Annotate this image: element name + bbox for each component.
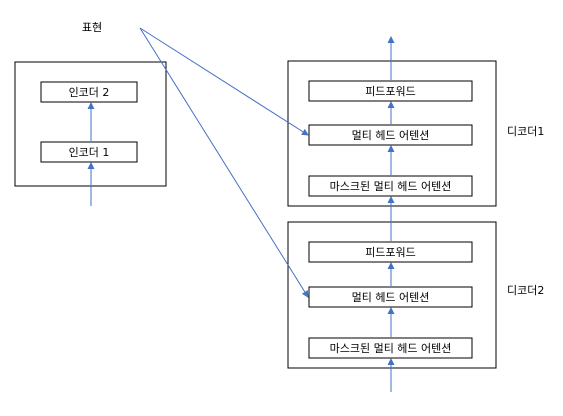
decoder-1-masked-mha-label: 마스크된 멀티 헤드 어텐션: [330, 180, 452, 193]
decoder-2-frame: [287, 221, 497, 369]
encoder-layer-2-label: 인코더 2: [69, 86, 110, 99]
decoder-1-mha-label: 멀티 헤드 어텐션: [352, 129, 430, 142]
decoder-2-stack: 피드포워드 멀티 헤드 어텐션 마스크된 멀티 헤드 어텐션 디코더2: [287, 221, 544, 369]
representation-label: 표현: [82, 21, 102, 34]
decoder-1-label: 디코더1: [507, 125, 544, 138]
encoder-layer-1-label: 인코더 1: [69, 146, 110, 159]
representation-to-decoder-2-arrow: [139, 27, 309, 298]
representation-to-decoder-1-arrow: [139, 27, 309, 136]
decoder-1-feedforward-label: 피드포워드: [365, 85, 416, 98]
encoder-stack: 인코더 2 인코더 1: [14, 61, 167, 187]
decoder-2-masked-mha-label: 마스크된 멀티 헤드 어텐션: [330, 342, 452, 355]
decoder-1-frame: [287, 60, 497, 207]
decoder-2-feedforward-label: 피드포워드: [365, 246, 416, 259]
decoder-2-label: 디코더2: [507, 284, 544, 297]
decoder-2-mha-label: 멀티 헤드 어텐션: [352, 291, 430, 304]
decoder-1-stack: 피드포워드 멀티 헤드 어텐션 마스크된 멀티 헤드 어텐션 디코더1: [287, 60, 544, 207]
